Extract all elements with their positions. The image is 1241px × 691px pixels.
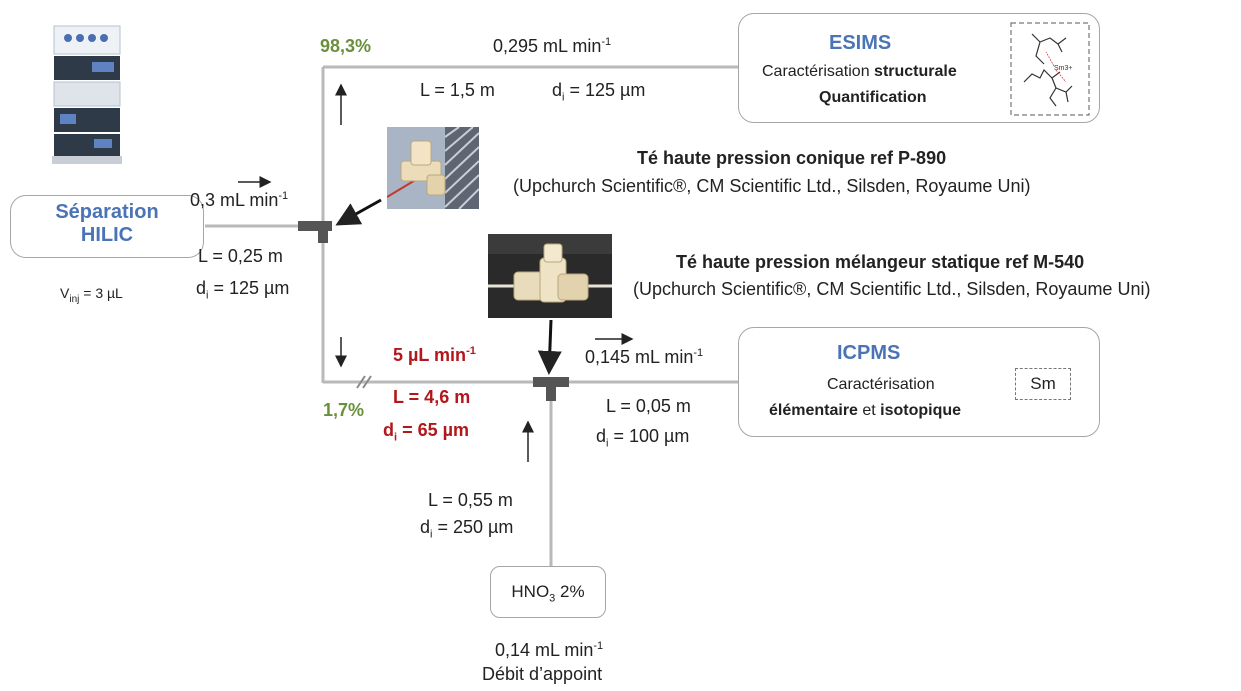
esims-line1: Caractérisation structurale bbox=[762, 63, 957, 81]
di-value: = 100 µm bbox=[608, 426, 690, 446]
tee-mixer-stem bbox=[546, 377, 556, 401]
icpms-line-length: L = 0,05 m bbox=[606, 396, 691, 416]
line-break-mark-2 bbox=[362, 375, 372, 389]
hplc-instrument-image bbox=[52, 25, 122, 164]
hno3-concentration: 2% bbox=[555, 582, 585, 601]
upper-line-diameter: di = 125 µm bbox=[552, 80, 645, 105]
separation-hilic-box: Séparation HILIC bbox=[10, 195, 204, 258]
makeup-line-diameter: di = 250 µm bbox=[420, 517, 513, 542]
hno3-formula: HNO bbox=[511, 582, 550, 601]
separation-line-diameter: di = 125 µm bbox=[196, 278, 289, 303]
tee-melangeur-photo bbox=[488, 234, 612, 318]
tee-split-stem bbox=[318, 221, 328, 243]
tee-split bbox=[298, 221, 332, 231]
chelate-structure-image: Sm3+ bbox=[1010, 22, 1090, 116]
icpms-flow-rate: 0,145 mL min-1 bbox=[585, 347, 703, 369]
vinj-subscript: inj bbox=[69, 293, 80, 305]
esims-line1-normal: Caractérisation bbox=[762, 63, 875, 80]
di-subscript: i bbox=[206, 289, 209, 302]
di-value: = 250 µm bbox=[432, 517, 514, 537]
hno3-caption: Débit d’appoint bbox=[482, 664, 603, 684]
arrow-photo-to-tee-mixer bbox=[537, 319, 562, 375]
tee-conique-supplier: (Upchurch Scientific®, CM Scientific Ltd… bbox=[513, 176, 1031, 196]
di-symbol: d bbox=[383, 420, 394, 440]
esims-line1-bold: structurale bbox=[874, 63, 957, 80]
arrow-photo-to-tee-split bbox=[335, 198, 382, 226]
di-value: = 125 µm bbox=[208, 278, 290, 298]
hno3-flow-rate: 0,14 mL min-1 bbox=[495, 640, 603, 662]
lower-flow-rate: 5 µL min-1 bbox=[393, 345, 476, 367]
tee-melangeur-title: Té haute pression mélangeur statique ref… bbox=[676, 252, 1085, 272]
di-symbol: d bbox=[420, 517, 431, 537]
injection-volume: Vinj = 3 µL bbox=[60, 285, 123, 306]
di-subscript: i bbox=[394, 431, 398, 444]
icpms-box: ICPMS Caractérisation élémentaire et iso… bbox=[738, 327, 1100, 437]
element-sm-box: Sm bbox=[1015, 368, 1071, 400]
hno3-formula-sub: 3 bbox=[549, 592, 556, 605]
di-value: = 125 µm bbox=[564, 80, 646, 100]
di-subscript: i bbox=[430, 528, 433, 541]
lower-line-diameter: di = 65 µm bbox=[383, 420, 469, 445]
icpms-line2-normal: et bbox=[857, 402, 881, 419]
icpms-line2-bold1: élémentaire bbox=[769, 402, 858, 419]
hilic-title: HILIC bbox=[80, 224, 134, 246]
lower-line-length: L = 4,6 m bbox=[393, 387, 471, 407]
tee-conique-photo bbox=[387, 127, 479, 209]
tee-conique-title: Té haute pression conique ref P-890 bbox=[637, 148, 947, 168]
lower-flow-value: 5 µL min bbox=[393, 345, 467, 365]
separation-flow-unit-exp: -1 bbox=[278, 190, 289, 202]
lower-split-percent: 1,7% bbox=[323, 400, 365, 420]
icpms-flow-unit-exp: -1 bbox=[693, 347, 704, 359]
tee-melangeur-supplier: (Upchurch Scientific®, CM Scientific Ltd… bbox=[633, 279, 1151, 299]
di-symbol: d bbox=[552, 80, 563, 100]
icpms-flow-value: 0,145 mL min bbox=[585, 347, 694, 367]
di-subscript: i bbox=[562, 91, 565, 104]
di-symbol: d bbox=[596, 426, 607, 446]
lower-flow-unit-exp: -1 bbox=[466, 345, 476, 357]
line-break-mark-1 bbox=[356, 375, 366, 389]
upper-line-length: L = 1,5 m bbox=[420, 80, 495, 100]
separation-flow-value: 0,3 mL min bbox=[190, 190, 279, 210]
esims-title: ESIMS bbox=[829, 32, 892, 54]
di-value: = 65 µm bbox=[397, 420, 469, 440]
hno3-flow-unit-exp: -1 bbox=[593, 640, 604, 652]
di-symbol: d bbox=[196, 278, 207, 298]
upper-flow-rate: 0,295 mL min-1 bbox=[493, 36, 611, 58]
esims-box: ESIMS Caractérisation structurale Quanti… bbox=[738, 13, 1100, 123]
separation-line-length: L = 0,25 m bbox=[198, 246, 283, 266]
upper-split-percent: 98,3% bbox=[320, 36, 372, 56]
esims-line2: Quantification bbox=[819, 89, 927, 106]
upper-flow-value: 0,295 mL min bbox=[493, 36, 602, 56]
hno3-flow-value: 0,14 mL min bbox=[495, 640, 594, 660]
icpms-line2-bold2: isotopique bbox=[880, 402, 962, 419]
structure-metal-label: Sm3+ bbox=[1054, 65, 1072, 72]
vinj-value: = 3 µL bbox=[79, 285, 123, 301]
upper-flow-unit-exp: -1 bbox=[601, 36, 612, 48]
icpms-line-diameter: di = 100 µm bbox=[596, 426, 689, 451]
di-subscript: i bbox=[606, 437, 609, 450]
hno3-box: HNO3 2% bbox=[490, 566, 606, 618]
vinj-symbol: V bbox=[60, 285, 70, 301]
separation-title: Séparation bbox=[55, 201, 159, 223]
icpms-line2: élémentaire et isotopique bbox=[769, 402, 961, 420]
icpms-line1: Caractérisation bbox=[827, 376, 935, 393]
makeup-line-length: L = 0,55 m bbox=[428, 490, 513, 510]
icpms-title: ICPMS bbox=[837, 342, 901, 364]
separation-flow-rate: 0,3 mL min-1 bbox=[190, 190, 288, 212]
